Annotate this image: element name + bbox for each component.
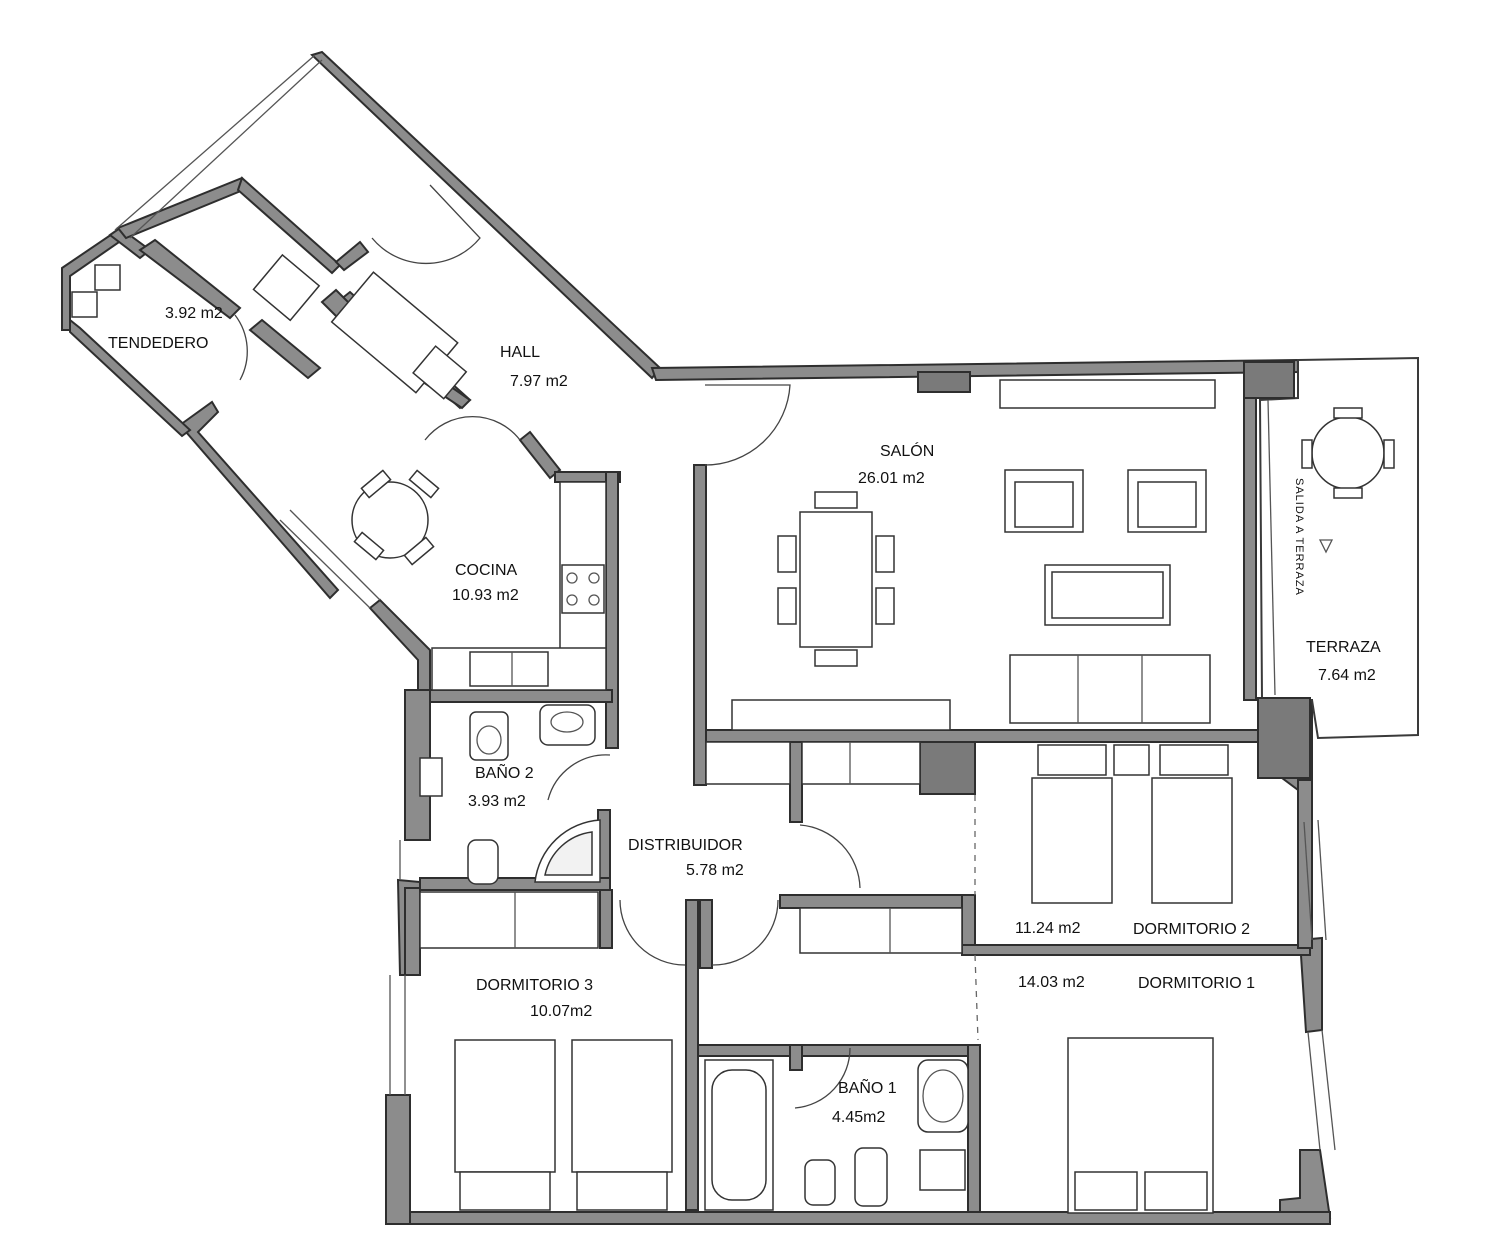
doors: [234, 184, 861, 1109]
dormitorio1-area: 14.03 m2: [1018, 974, 1085, 991]
bano1-area: 4.45m2: [832, 1109, 885, 1126]
hall-area: 7.97 m2: [510, 373, 568, 390]
cocina-area: 10.93 m2: [452, 587, 519, 604]
interior-walls: [108, 176, 1313, 1213]
salon-area: 26.01 m2: [858, 470, 925, 487]
distribuidor-name: DISTRIBUIDOR: [628, 837, 743, 854]
dormitorio3-name: DORMITORIO 3: [476, 977, 593, 994]
windows: [114, 54, 1336, 1151]
terrace-exit-label: SALIDA A TERRAZA: [1293, 478, 1305, 596]
exterior-walls: [61, 50, 1332, 1225]
dormitorio1-name: DORMITORIO 1: [1138, 975, 1255, 992]
terraza-name: TERRAZA: [1306, 639, 1381, 656]
tendedero-area: 3.92 m2: [165, 305, 223, 322]
room-labels: 3.92 m2 TENDEDERO HALL 7.97 m2 SALÓN 26.…: [108, 305, 1381, 1126]
distribuidor-area: 5.78 m2: [686, 862, 744, 879]
tendedero-name: TENDEDERO: [108, 335, 208, 352]
bano2-area: 3.93 m2: [468, 793, 526, 810]
salon-name: SALÓN: [880, 441, 934, 460]
cocina-name: COCINA: [455, 562, 518, 579]
terraza-area: 7.64 m2: [1318, 667, 1376, 684]
hall-name: HALL: [500, 344, 540, 361]
furniture: [71, 253, 1233, 1214]
dormitorio2-name: DORMITORIO 2: [1133, 921, 1250, 938]
bano1-name: BAÑO 1: [838, 1077, 897, 1097]
bano2-name: BAÑO 2: [475, 762, 534, 782]
dormitorio3-area: 10.07m2: [530, 1003, 592, 1020]
dormitorio2-area: 11.24 m2: [1015, 920, 1081, 937]
